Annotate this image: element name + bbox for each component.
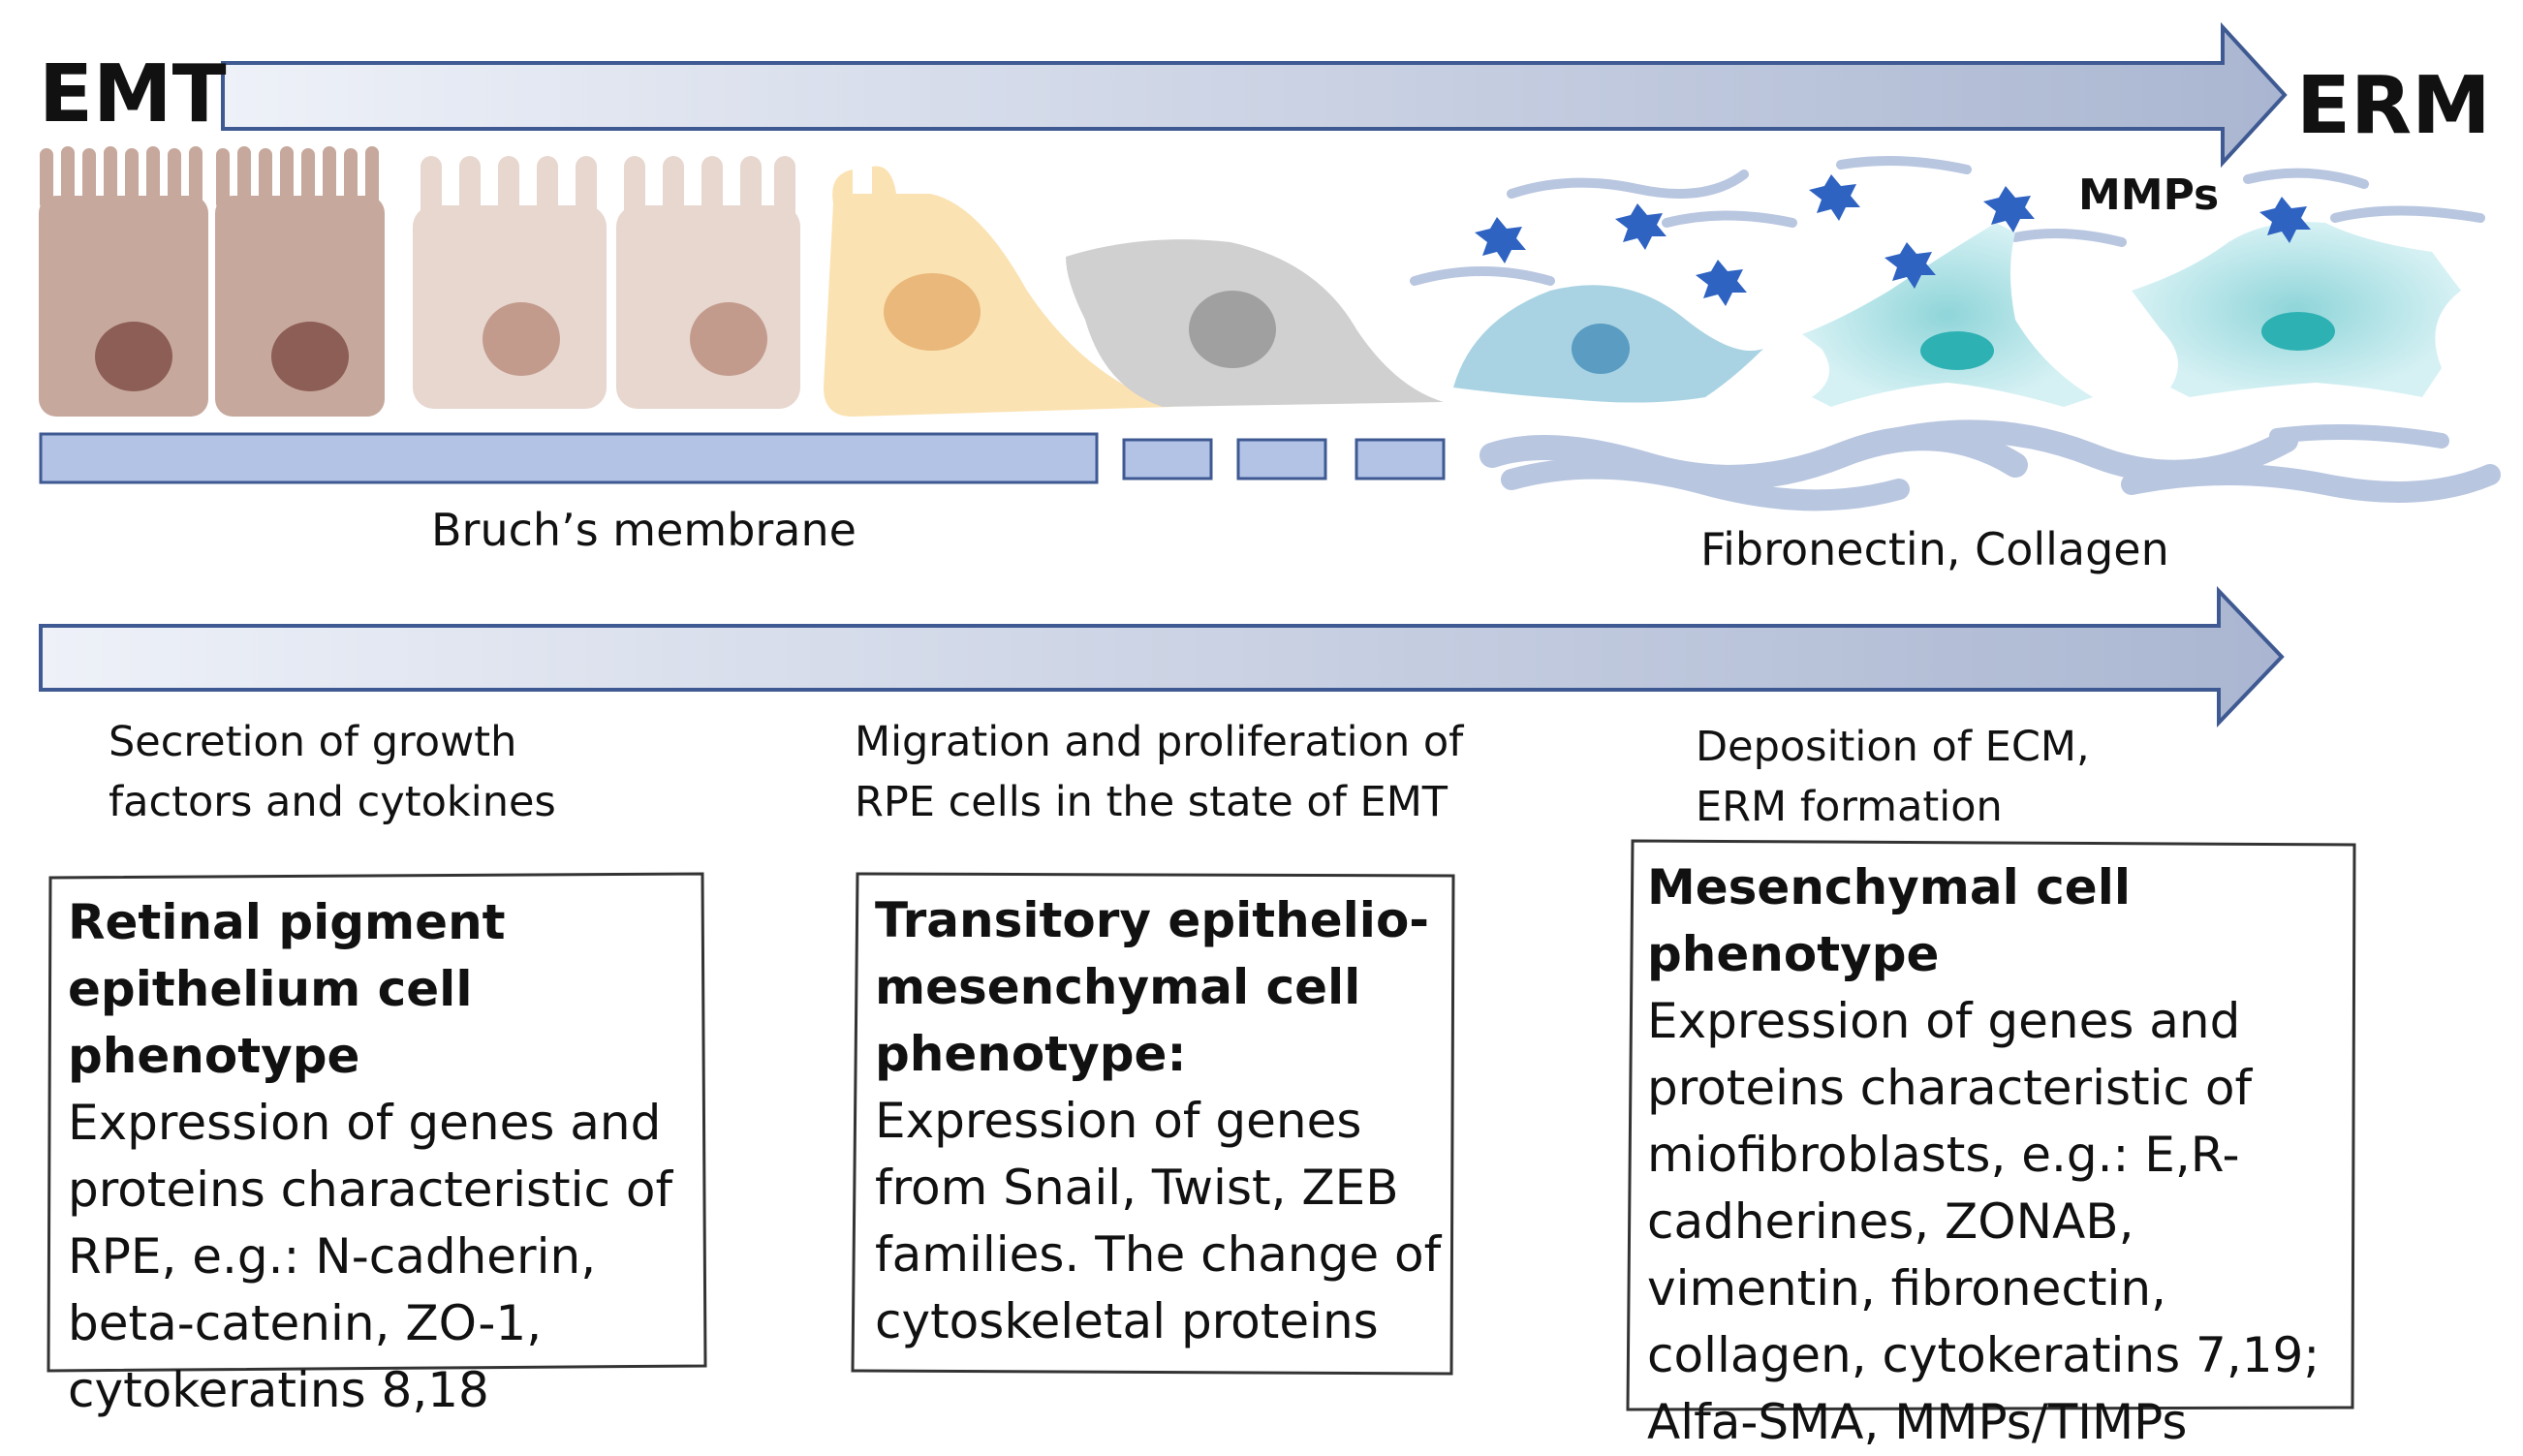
ecm-label: Fibronectin, Collagen <box>1700 523 2169 575</box>
mmp-star-icon <box>1884 242 1936 289</box>
rpe-cells-group <box>39 146 800 417</box>
step-description: Deposition of ECM, ERM formation <box>1696 717 2090 837</box>
mmp-star-icon <box>1809 174 1860 221</box>
step-line: Secretion of growth <box>109 718 517 766</box>
step-description: Secretion of growth factors and cytokine… <box>109 712 556 832</box>
mmp-star-icon <box>1475 217 1526 263</box>
step-line: Deposition of ECM, <box>1696 723 2090 771</box>
step-description: Migration and proliferation of RPE cells… <box>855 712 1463 832</box>
mmp-stars <box>1475 174 2311 306</box>
transitional-cell <box>824 166 1172 418</box>
mmp-star-icon <box>1615 203 1666 250</box>
ecm-fibers <box>1410 156 2501 511</box>
mmps-label: MMPs <box>2078 170 2220 220</box>
emt-label: EMT <box>39 48 227 140</box>
pale-rpe-cell <box>616 156 800 409</box>
step-line: ERM formation <box>1696 783 2003 831</box>
stage-arrow <box>39 586 2285 728</box>
phenotype-title: Transitory epithelio-mesenchymal cell ph… <box>875 892 1430 1082</box>
phenotype-box-transitory: Transitory epithelio-mesenchymal cell ph… <box>875 887 1447 1355</box>
step-line: factors and cytokines <box>109 778 556 826</box>
rpe-cell <box>39 146 208 417</box>
pale-rpe-cell <box>413 156 607 409</box>
phenotype-body: Expression of genes from Snail, Twist, Z… <box>875 1093 1442 1349</box>
step-line: RPE cells in the state of EMT <box>855 778 1448 826</box>
phenotype-title: Retinal pigment epithelium cell phenotyp… <box>68 894 506 1084</box>
grey-migrating-cell <box>1066 239 1444 407</box>
erm-label: ERM <box>2296 60 2491 152</box>
myofibroblast-cell <box>2132 222 2461 397</box>
phenotype-box-rpe: Retinal pigment epithelium cell phenotyp… <box>68 889 698 1424</box>
bruchs-membrane <box>39 432 1446 484</box>
phenotype-box-mesenchymal: Mesenchymal cell phenotype Expression of… <box>1647 854 2350 1456</box>
step-line: Migration and proliferation of <box>855 718 1464 766</box>
myofibroblast-cell <box>1802 223 2093 407</box>
phenotype-body: Expression of genes and proteins charact… <box>68 1095 673 1418</box>
mmp-star-icon <box>2259 197 2311 243</box>
mmp-star-icon <box>1696 260 1747 306</box>
blue-cell <box>1453 285 1763 403</box>
mmp-star-icon <box>1983 186 2035 232</box>
rpe-cell <box>215 146 385 417</box>
top-process-arrow <box>221 21 2288 169</box>
phenotype-box-frames <box>47 839 2356 1411</box>
phenotype-body: Expression of genes and proteins charact… <box>1647 993 2321 1450</box>
bruchs-membrane-label: Bruch’s membrane <box>431 504 857 556</box>
phenotype-title: Mesenchymal cell phenotype <box>1647 859 2131 982</box>
